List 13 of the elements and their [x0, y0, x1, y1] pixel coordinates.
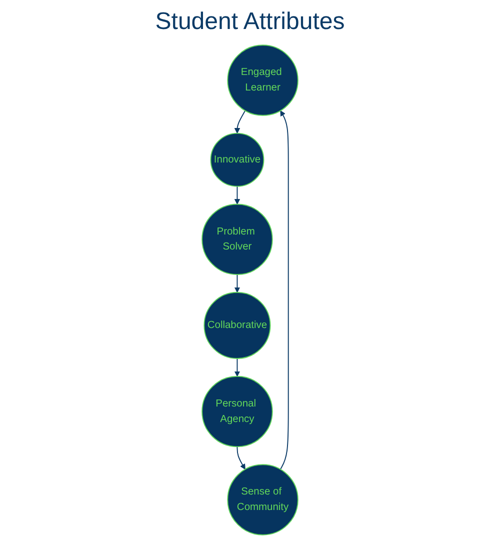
diagram-title: Student Attributes	[155, 8, 345, 36]
arrow	[234, 110, 246, 134]
node-circle: Sense of Community	[227, 464, 298, 536]
arrow	[234, 274, 240, 293]
node-circle: Problem Solver	[202, 204, 273, 275]
arrow	[234, 358, 240, 377]
node-circle: Collaborative	[204, 292, 271, 359]
arrow	[234, 186, 240, 204]
arrow	[236, 446, 246, 470]
node-circle: Engaged Learner	[227, 44, 298, 116]
node-circle: Personal Agency	[202, 376, 273, 448]
arrow	[280, 110, 289, 470]
node-circle: Innovative	[210, 132, 264, 187]
